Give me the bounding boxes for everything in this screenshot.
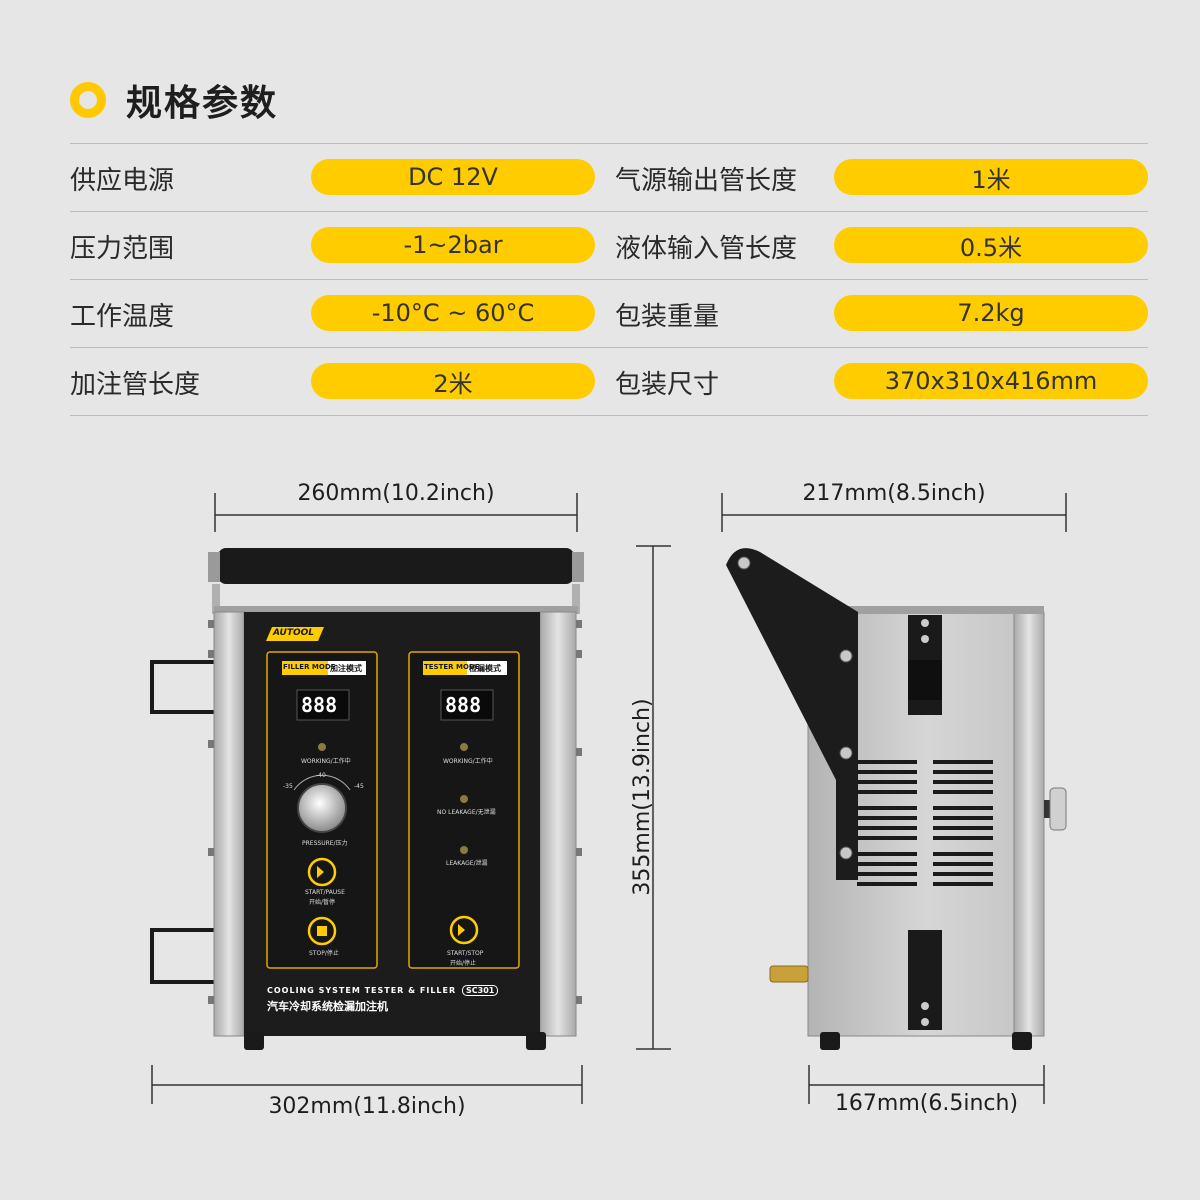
start-pause-label: START/PAUSE	[305, 889, 345, 896]
dimension-line-side-bottom	[808, 1065, 1045, 1104]
spec-row: 供应电源 DC 12V 气源输出管长度 1米	[70, 143, 1148, 211]
spec-table: 供应电源 DC 12V 气源输出管长度 1米 压力范围 -1~2bar 液体输入…	[70, 143, 1148, 416]
ring-icon	[70, 82, 106, 118]
spec-value: 370x310x416mm	[834, 363, 1148, 399]
filler-display: 888	[301, 693, 338, 717]
front-width-top-label: 260mm(10.2inch)	[297, 481, 495, 506]
side-width-top-label: 217mm(8.5inch)	[802, 481, 986, 506]
spec-value: DC 12V	[311, 159, 595, 195]
dimension-line-front-bottom	[151, 1065, 583, 1104]
dimension-line-height	[636, 545, 671, 1050]
spec-value: 1米	[834, 159, 1148, 195]
tester-working-label: WORKING/工作中	[443, 758, 493, 765]
start-stop-label-cn: 开始/停止	[450, 960, 477, 967]
product-name-en: COOLING SYSTEM TESTER & FILLER	[267, 986, 457, 995]
stop-label: STOP/停止	[309, 950, 339, 957]
spec-value: -1~2bar	[311, 227, 595, 263]
spec-label: 包装重量	[615, 302, 720, 332]
spec-value: 0.5米	[834, 227, 1148, 263]
spec-label: 加注管长度	[70, 370, 201, 400]
brand-logo: AUTOOL	[273, 628, 315, 638]
spec-value: 7.2kg	[834, 295, 1148, 331]
spec-value: 2米	[311, 363, 595, 399]
spec-label: 工作温度	[70, 302, 175, 332]
spec-label: 包装尺寸	[615, 370, 720, 400]
tester-mode-tag: TESTER MODE	[424, 663, 480, 671]
product-name-cn: 汽车冷却系统检漏加注机	[267, 1000, 388, 1013]
dimension-line-front-top	[214, 493, 578, 532]
front-width-bottom-label: 302mm(11.8inch)	[268, 1094, 466, 1119]
dial-scale-max: -45	[354, 783, 364, 790]
spec-label: 供应电源	[70, 166, 175, 196]
tester-mode-tag-cn: 检漏模式	[469, 664, 501, 673]
spec-row: 工作温度 -10°C ~ 60°C 包装重量 7.2kg	[70, 279, 1148, 347]
device-front-view	[150, 548, 584, 1050]
model-badge: SC301	[462, 985, 499, 996]
section-header: 规格参数	[70, 78, 278, 124]
leakage-label: LEAKAGE/泄漏	[446, 860, 488, 867]
dimension-line-side-top	[721, 493, 1067, 532]
spec-row: 压力范围 -1~2bar 液体输入管长度 0.5米	[70, 211, 1148, 279]
tester-display: 888	[445, 693, 482, 717]
device-side-view	[726, 548, 1067, 1050]
filler-mode-tag-cn: 加注模式	[330, 664, 362, 673]
section-title: 规格参数	[126, 83, 279, 124]
dial-scale-min: -35	[283, 783, 293, 790]
spec-label: 液体输入管长度	[615, 234, 798, 264]
no-leakage-label: NO LEAKAGE/无泄漏	[437, 809, 496, 816]
spec-label: 压力范围	[70, 234, 175, 264]
filler-mode-tag: FILLER MODE	[283, 663, 336, 671]
spec-row: 加注管长度 2米 包装尺寸 370x310x416mm	[70, 347, 1148, 416]
height-label: 355mm(13.9inch)	[630, 698, 655, 896]
working-indicator-label: WORKING/工作中	[301, 758, 351, 765]
pressure-label: PRESSURE/压力	[302, 840, 348, 847]
start-stop-label: START/STOP	[447, 950, 484, 957]
spec-value: -10°C ~ 60°C	[311, 295, 595, 331]
start-pause-label-cn: 开始/暂停	[309, 899, 336, 906]
side-width-bottom-label: 167mm(6.5inch)	[834, 1091, 1019, 1116]
spec-label: 气源输出管长度	[615, 166, 798, 196]
dial-scale-mid: -40	[316, 772, 326, 779]
